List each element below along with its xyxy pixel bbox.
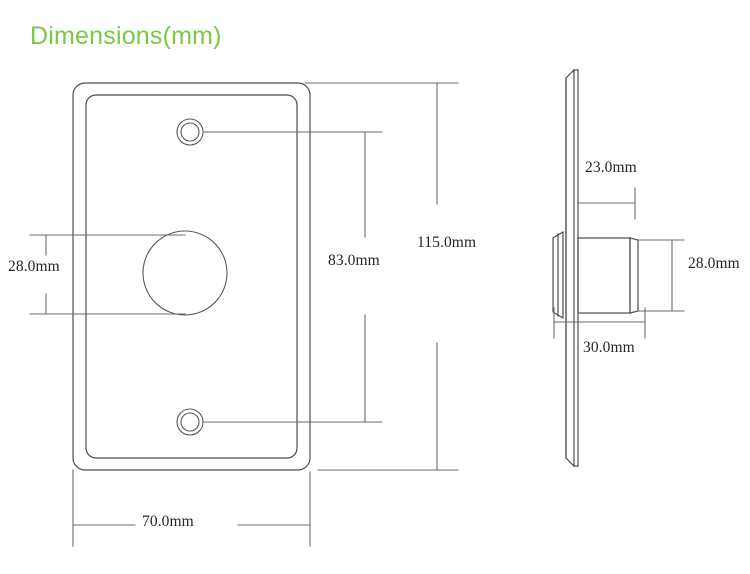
dimension-label-83mm: 83.0mm [328,252,380,269]
dimension-115mm-front-group [304,82,459,471]
side-body-outline [577,237,631,314]
dimension-83mm-front-group [202,131,383,423]
dimension-label-70mm: 70.0mm [142,513,194,530]
dimension-label-28mm-side: 28.0mm [688,255,740,272]
dimension-label-115mm: 115.0mm [417,234,477,251]
side-view-group [552,68,639,468]
front-screw-hole-bottom-inner [180,412,200,432]
dimension-28mm-side-group [637,239,685,312]
side-faceplate-outline [565,68,575,468]
dimension-23mm-side-group [577,187,636,220]
dimension-label-23mm: 23.0mm [585,159,637,176]
front-screw-hole-top-inner [180,122,200,142]
side-body-ring-top [629,237,639,241]
front-inner-plate-outline [85,94,298,459]
page-title: Dimensions(mm) [30,22,222,50]
dimension-30mm-side-group [553,307,646,339]
dimension-28mm-front-group [29,234,186,315]
front-outer-plate-outline [72,82,311,471]
front-view-group [72,82,311,471]
side-body-ring-bottom [629,310,639,314]
side-button-cap-outline [552,230,564,320]
dimension-label-30mm: 30.0mm [583,339,635,356]
front-push-button-circle [142,230,228,316]
dimension-70mm-front-group [72,469,311,547]
dimension-label-28mm-front: 28.0mm [8,258,60,275]
